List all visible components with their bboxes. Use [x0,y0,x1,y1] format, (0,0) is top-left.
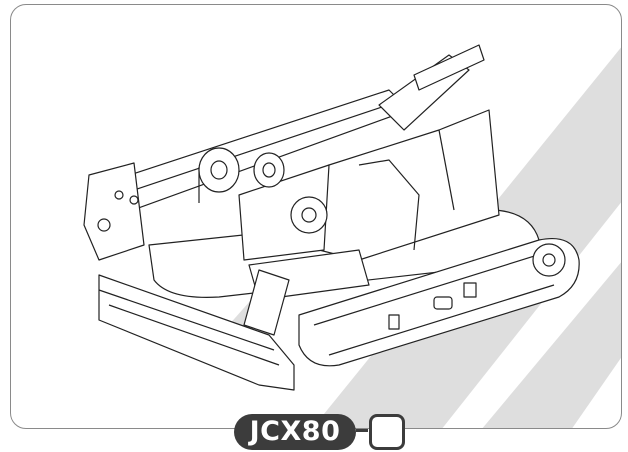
crawler-crane-illustration [83,44,580,391]
model-badge: JCX80 [234,414,356,450]
badge-connector [356,429,368,432]
stripe-2 [482,262,621,428]
model-checkbox[interactable] [369,414,405,450]
illustration-frame [10,4,622,429]
